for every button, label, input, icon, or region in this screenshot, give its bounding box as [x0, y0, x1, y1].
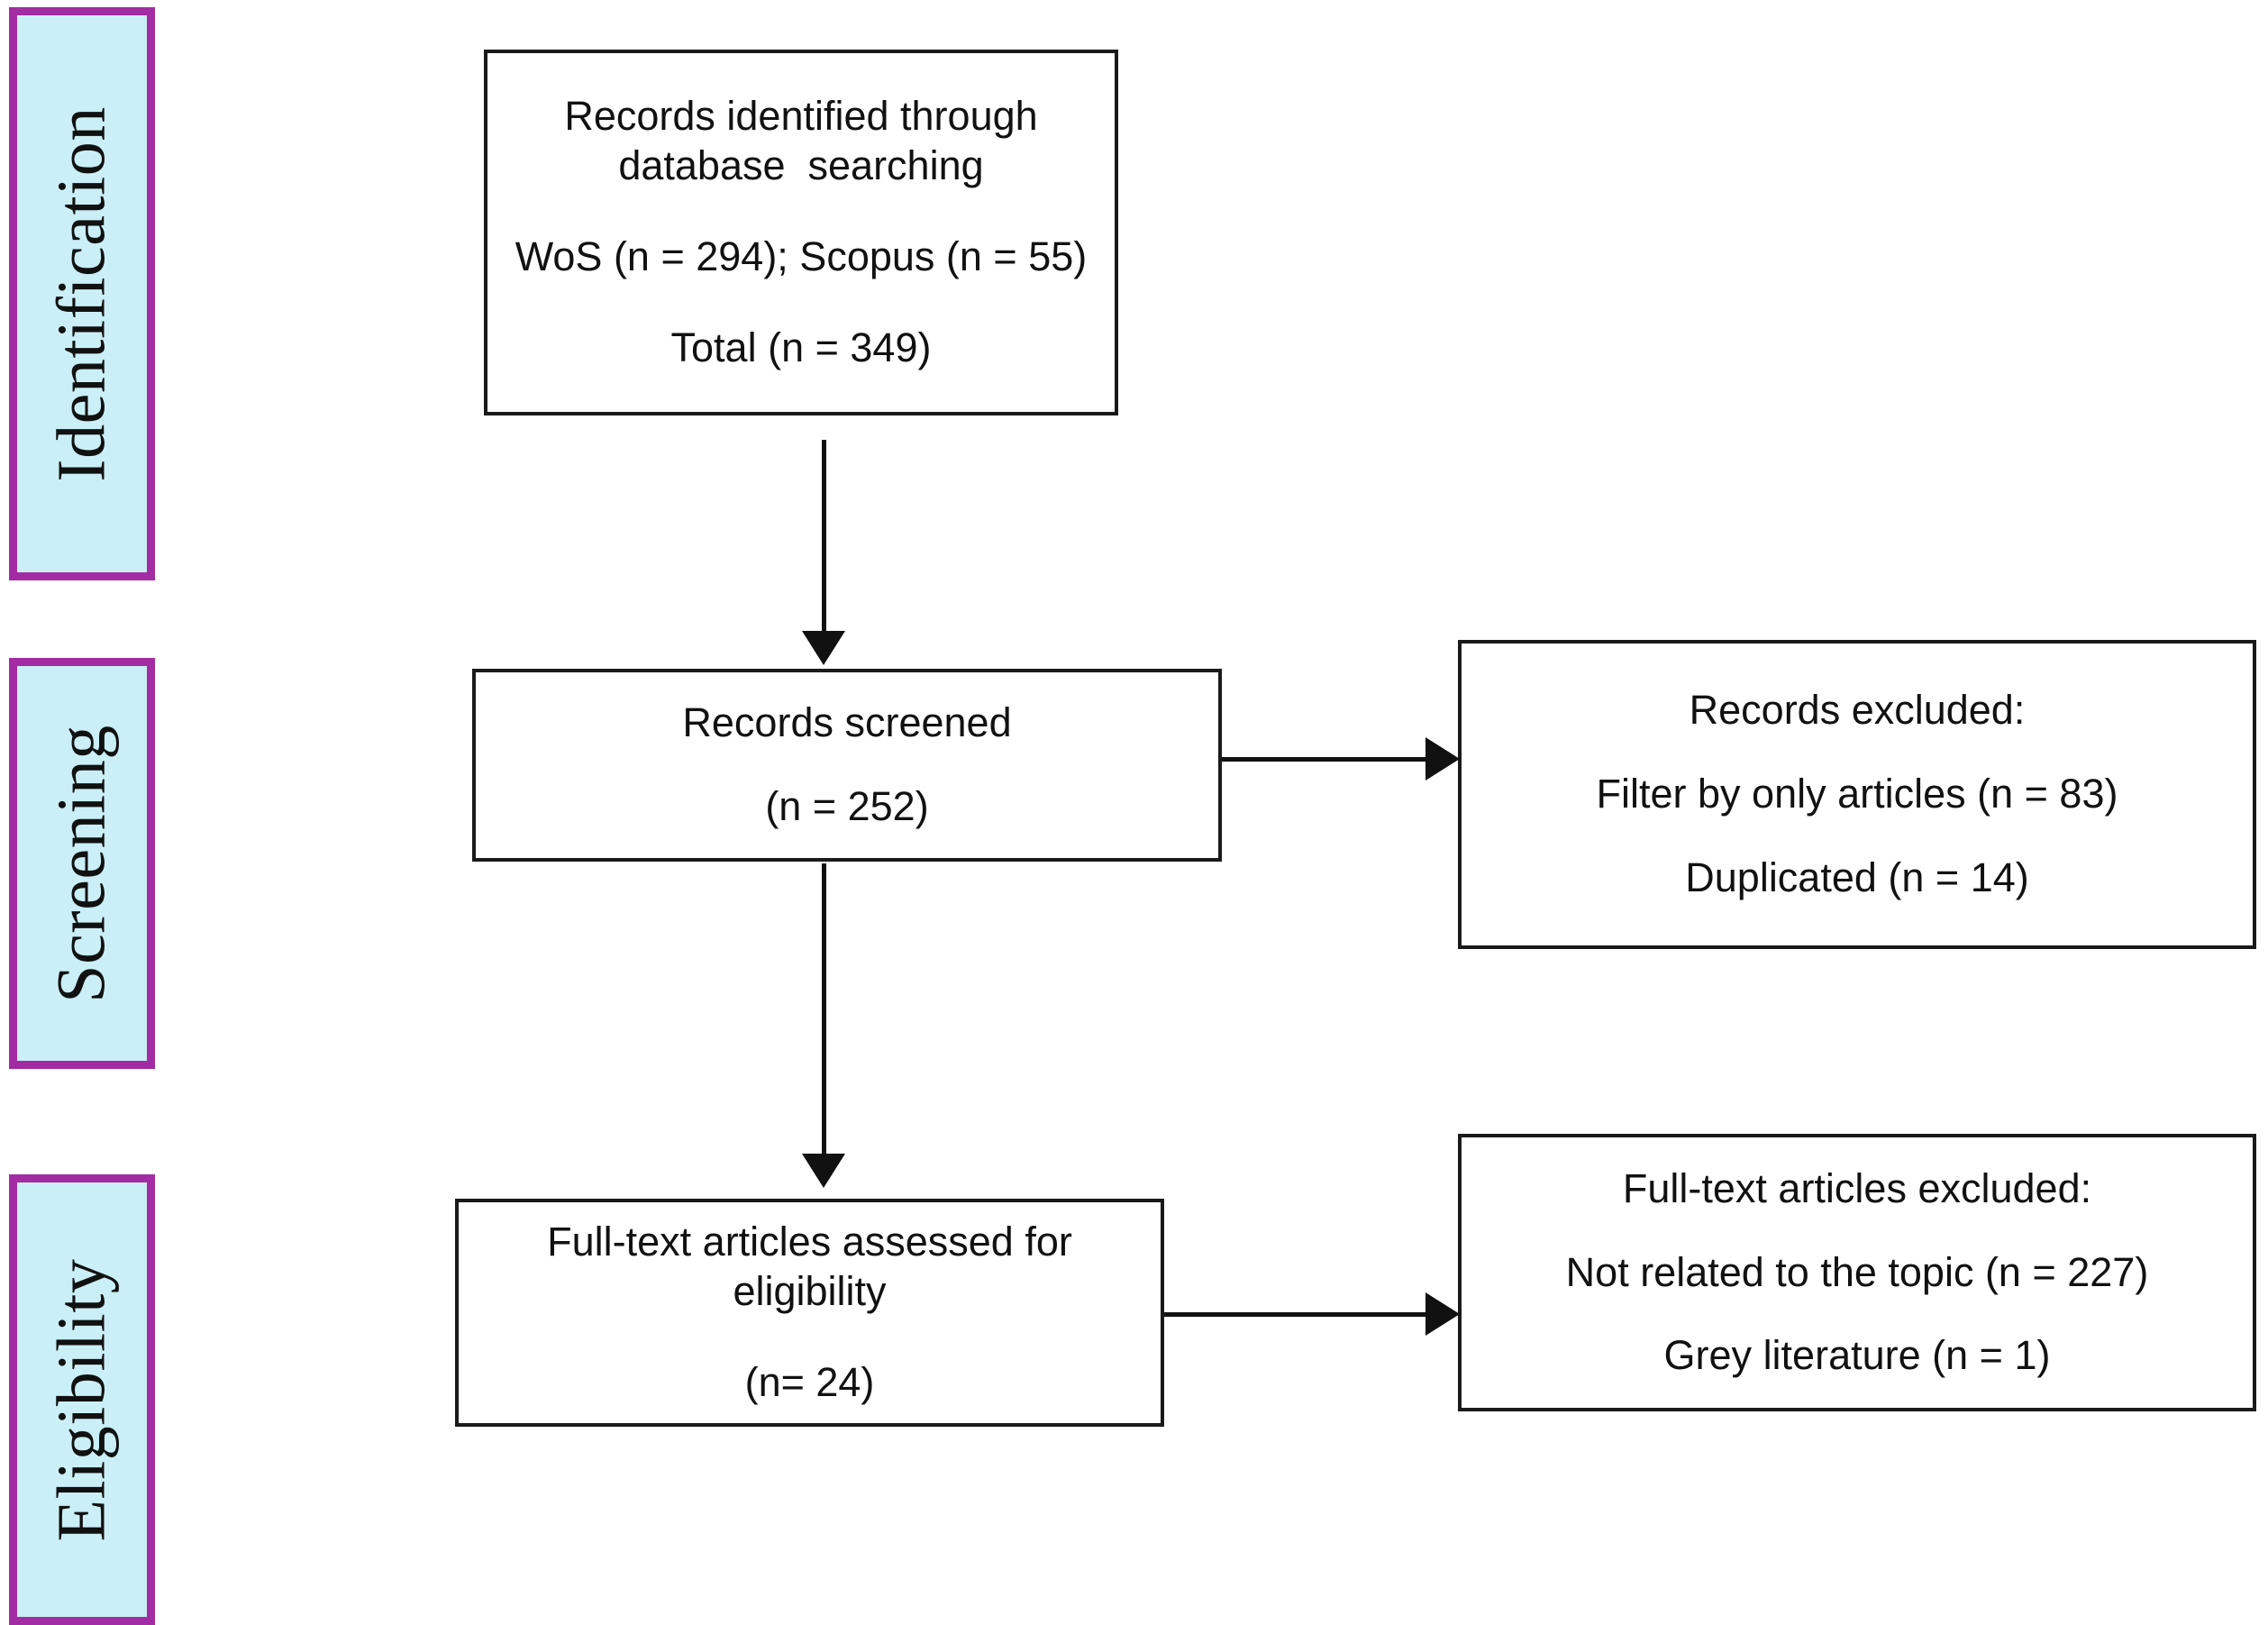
- flow-box-fulltext-assessed: Full-text articles assessed for eligibil…: [455, 1199, 1164, 1427]
- stage-label-screening: Screening: [43, 724, 120, 1003]
- stage-box-eligibility: Eligibility: [9, 1174, 155, 1625]
- arrowhead-down-icon: [802, 631, 845, 665]
- records-identified-line-1: Records identified through: [564, 93, 1038, 140]
- flow-box-records-screened: Records screened (n = 252): [472, 669, 1222, 862]
- connector-line: [822, 863, 826, 1155]
- fulltext-excluded-line-3: Grey literature (n = 1): [1663, 1332, 2051, 1379]
- records-identified-line-4: Total (n = 349): [670, 324, 932, 370]
- connector-line: [822, 440, 826, 633]
- stage-label-eligibility: Eligibility: [43, 1258, 120, 1541]
- records-excluded-line-3: Duplicated (n = 14): [1685, 854, 2029, 900]
- stage-box-screening: Screening: [9, 658, 155, 1069]
- records-identified-line-2: database searching: [618, 142, 984, 189]
- records-excluded-line-1: Records excluded:: [1689, 687, 2026, 734]
- fulltext-assessed-line-3: (n= 24): [744, 1358, 875, 1405]
- records-excluded-line-2: Filter by only articles (n = 83): [1596, 771, 2118, 817]
- fulltext-excluded-line-2: Not related to the topic (n = 227): [1565, 1248, 2149, 1295]
- stage-label-identification: Identification: [43, 105, 120, 482]
- fulltext-assessed-line-1: Full-text articles assessed for: [547, 1219, 1072, 1265]
- arrowhead-down-icon: [802, 1154, 845, 1188]
- arrowhead-right-icon: [1425, 737, 1460, 781]
- records-screened-line-1: Records screened: [682, 699, 1012, 746]
- stage-box-identification: Identification: [9, 7, 155, 580]
- records-screened-line-2: (n = 252): [765, 783, 929, 829]
- flow-box-fulltext-excluded: Full-text articles excluded: Not related…: [1458, 1134, 2256, 1411]
- arrowhead-right-icon: [1425, 1292, 1460, 1336]
- flow-box-records-excluded: Records excluded: Filter by only article…: [1458, 640, 2256, 949]
- connector-line: [1164, 1312, 1427, 1317]
- flow-box-records-identified: Records identified through database sear…: [484, 50, 1118, 415]
- fulltext-excluded-line-1: Full-text articles excluded:: [1622, 1164, 2092, 1211]
- connector-line: [1222, 757, 1427, 762]
- fulltext-assessed-line-2: eligibility: [733, 1268, 887, 1315]
- records-identified-line-3: WoS (n = 294); Scopus (n = 55): [515, 233, 1088, 279]
